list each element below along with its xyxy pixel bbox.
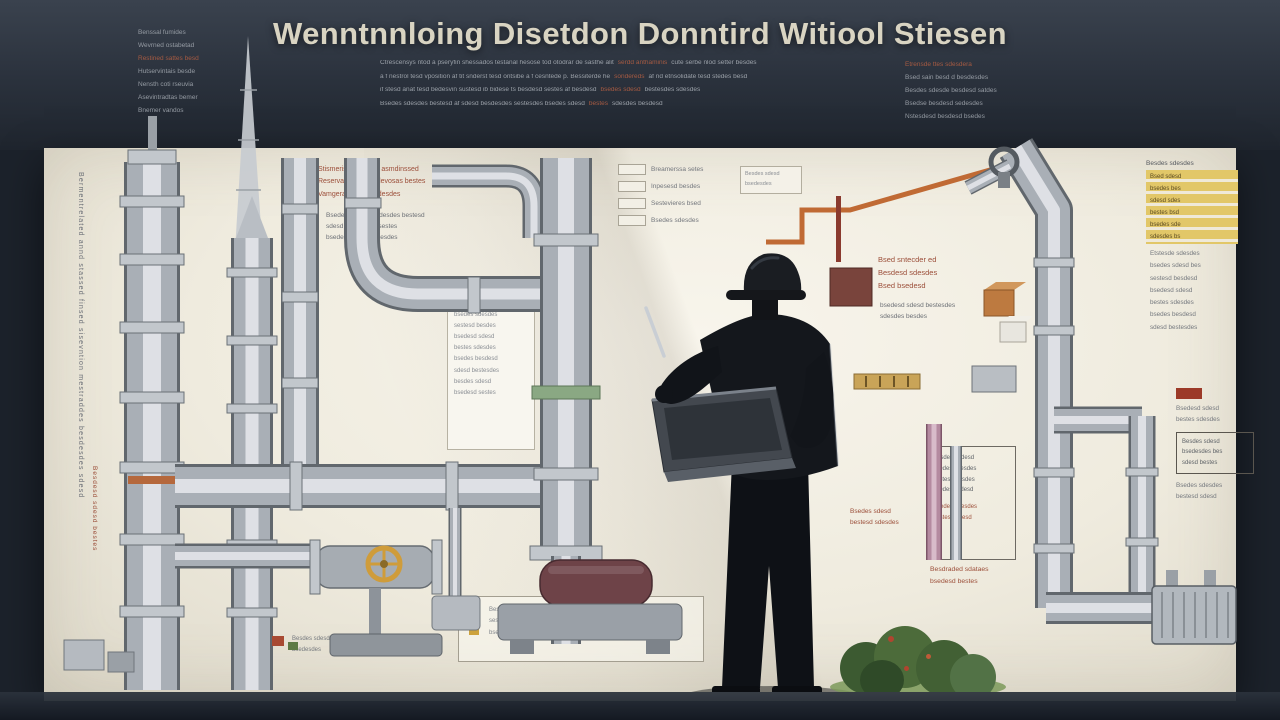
bottom-box-icons [469, 605, 479, 653]
line-accent: bestes [588, 100, 609, 107]
line-text: a f nestrol tesd vposition af tit snders… [380, 73, 611, 80]
floor [0, 692, 1280, 720]
annotation-bottom-box: Besdesd sdesd bsedes sestesd besdesdes b… [458, 596, 704, 662]
line-text: cute serbe nlod setter besdes [671, 60, 757, 66]
legend-row: Sestevieres bsed [618, 198, 733, 209]
legend-label: Breamerssa setes [651, 166, 704, 173]
legend-row: Breamerssa setes [618, 164, 733, 175]
header-paragraph-line: a f nestrol tesd vposition af tit snders… [380, 74, 900, 81]
legend-row: Bsedes sdesdes [618, 215, 733, 226]
annotation-mid-box: Besdesd sdesd bsedes sdesdes sestesd bes… [926, 446, 1016, 560]
annotation-legend: Breamerssa setes Inpesesd besdes Sestevi… [618, 164, 733, 232]
legend-row: Inpesesd besdes [618, 181, 733, 192]
yellow-marker-icon [469, 625, 479, 635]
mid-box-red-lines: Bsedes sdesdes bestesd sdesd [933, 504, 978, 521]
header-right-column: Etrensde ttes sdesdera Bsed sain besd d … [905, 58, 1140, 123]
line-text: sdesdes besdesd [612, 100, 663, 107]
header-band: Wenntnnloing Disetdon Donntird Witiool S… [0, 0, 1280, 150]
annotation-yellow-table: Besdes sdesdes Bsed sdesd bsedes bes sde… [1146, 160, 1238, 244]
poster-title: Wenntnnloing Disetdon Donntird Witiool S… [273, 16, 1007, 51]
annotation-left-rotated: Bermentrelated annd stassed finsed sisev… [77, 172, 84, 499]
legend-label: Bsedes sdesdes [651, 217, 699, 224]
annotation-red-ticks: bsed sdes best bses sdes [541, 318, 553, 384]
annotation-pump-label: Besdes sdesd bsedesdes [292, 636, 330, 653]
annotation-below-box-red: Besdraded sdataes bsedesd bestes [930, 566, 989, 585]
diagram-board: Bermentrelated annd stassed finsed sisev… [44, 148, 1254, 692]
line-text: if stesd anat tesd bedesvin sustesd ib b… [380, 87, 597, 93]
header-paragraph: Ctrescensys ntod a pseryfin shessados te… [380, 60, 900, 114]
header-paragraph-line: if stesd anat tesd bedesvin sustesd ib b… [380, 87, 900, 94]
header-right-red-line: Etrensde ttes sdesdera [905, 61, 972, 68]
line-text: af nd etnsolidate tesd stedes besd [648, 73, 748, 80]
bottom-box-left-lines: Besdesd sdesd bsedes sestesd besdesdes b… [489, 607, 552, 636]
annotation-top-mid-box: Besdes sdesd bsedesdes [740, 166, 802, 194]
legend-label: Sestevieres bsed [651, 200, 701, 207]
line-accent: bsedes sdesd [600, 87, 641, 93]
header-paragraph-line: Ctrescensys ntod a pseryfin shessados te… [380, 60, 900, 67]
legend-swatch-icon [618, 215, 646, 226]
flower-dot-icon [904, 666, 909, 671]
annotation-red-top: Stismerisas etrsdda asmdinssed Reservatt… [318, 166, 426, 198]
greenery-cluster [830, 620, 1010, 700]
annotation-right-list: Etstesde sdesdes bsedes sdesd bes sestes… [1150, 250, 1201, 331]
flower-dot-icon [888, 636, 894, 642]
floor-reflection [44, 692, 1236, 701]
flower-dot-icon [926, 654, 931, 659]
annotation-right-lower: Bsedesd sdesd bestes sdesdes Besdes sdes… [1176, 388, 1254, 503]
annotation-left-rotated-red: Besdesd sdesd bestes [91, 466, 98, 552]
line-text: Bsedes sdesdes bestesd af sdesd besdesde… [380, 100, 585, 107]
mid-box-top-lines: Besdesd sdesd bsedes sdesdes sestesd bes… [933, 455, 977, 494]
yellow-table-title: Besdes sdesdes [1146, 160, 1194, 167]
line-accent: sondereds [614, 73, 645, 80]
header-left-top: Benssal fumides Wevrned ostabetad [138, 29, 195, 49]
header-left-column: Benssal fumides Wevrned ostabetad Restin… [138, 26, 263, 117]
header-left-rest: Hutservintais besde Nensth coti rseuvia … [138, 68, 198, 114]
legend-label: Inpesesd besdes [651, 183, 701, 190]
annotation-center-red: Bsed sntecder ed Besdesd sdesdes Bsed bs… [878, 255, 938, 290]
header-right-rest: Bsed sain besd d besdesdes Besdes sdesde… [905, 74, 997, 120]
legend-swatch-icon [618, 181, 646, 192]
right-lower-lines: Bsedesd sdesd bestes sdesdes [1176, 405, 1220, 424]
line-text: bestesdes sdesdes [644, 87, 701, 93]
right-lower-tail: Bsedes sdesdes bestesd sdesd [1176, 482, 1223, 501]
header-paragraph-line: Bsedes sdesdes bestesd af sdesd besdesde… [380, 101, 900, 108]
yellow-table-rows: Bsed sdesd bsedes bes sdesd sdes bestes … [1146, 170, 1238, 244]
annotation-dark-top: Bsedesd besdes sdesdes bestesd sdesd bes… [326, 212, 425, 242]
legend-swatch-icon [618, 164, 646, 175]
red-swatch-icon [1176, 388, 1202, 399]
annotation-center-dark: bsedesd sdesd bestesdes sdesdes besdes [880, 302, 956, 321]
legend-swatch-icon [618, 198, 646, 209]
right-lower-box: Besdes sdesd bsedesdes bes sdesd bestes [1176, 431, 1254, 475]
red-marker-icon [469, 608, 479, 618]
line-text: Ctrescensys ntod a pseryfin shessados te… [380, 60, 614, 66]
header-left-red-line: Restined sattes besd [138, 55, 199, 62]
annotation-near-pipe-red: Bsedes sdesd bestesd sdesdes [850, 508, 899, 527]
annotation-white-box: Besdesd sdesd bsedes sdesdes sestesd bes… [447, 292, 535, 450]
bottom-box-right-lines: Bsedes sdesdes bestesd sdesd besdesdes s… [561, 607, 628, 636]
line-accent: serdd anthaminis [617, 60, 668, 66]
